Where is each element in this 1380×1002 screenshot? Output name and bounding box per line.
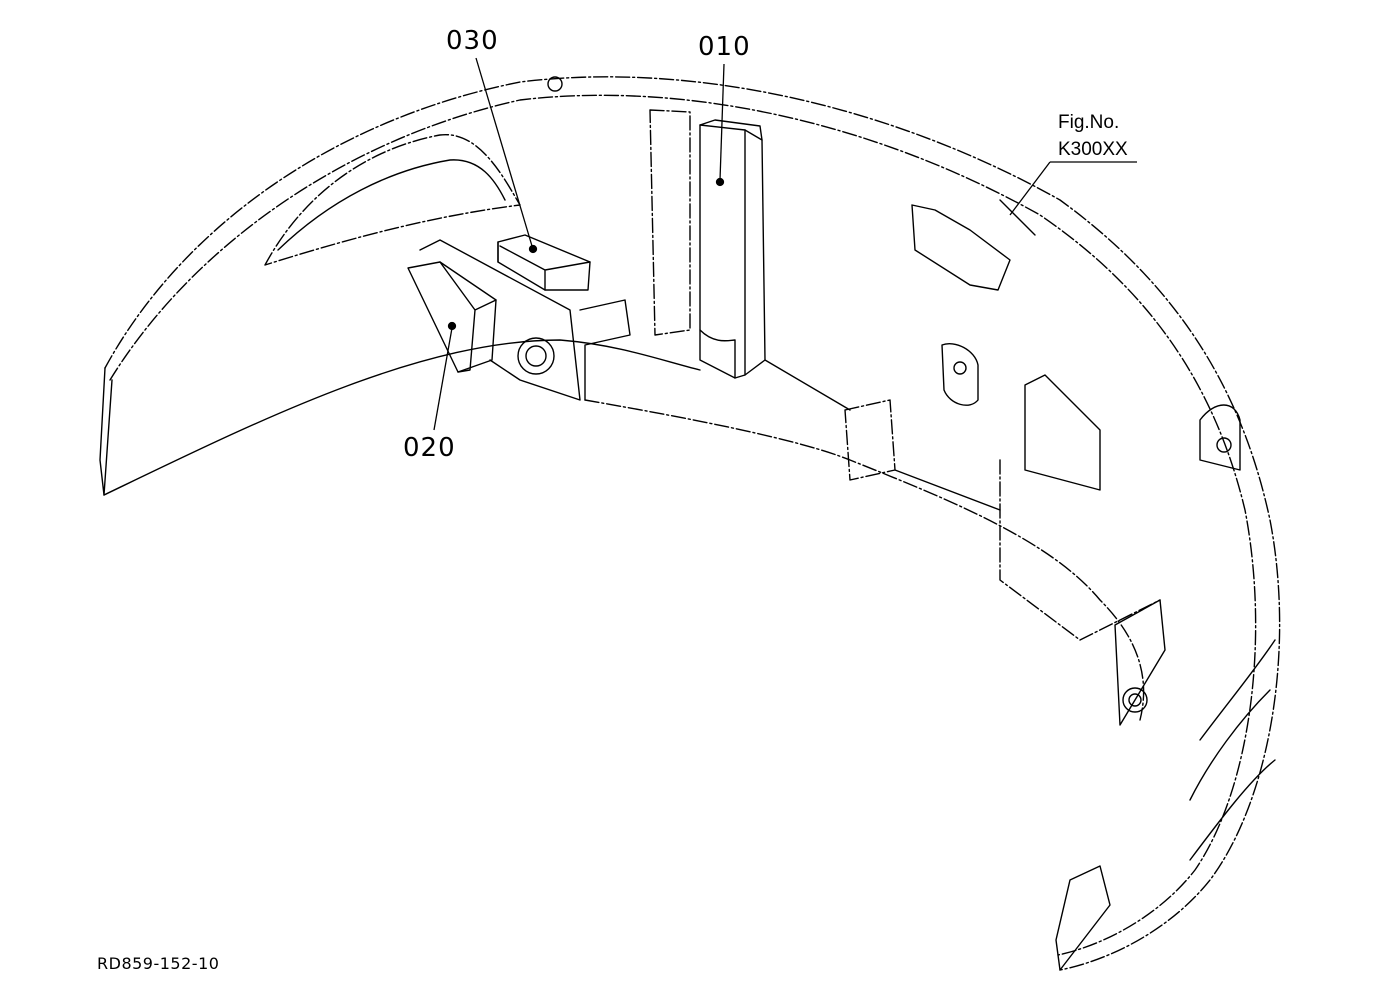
tab-bracket (911, 204, 1011, 291)
shell-left-end (99, 367, 113, 496)
block-030 (497, 234, 591, 291)
block-020 (407, 261, 497, 373)
shell-inner-floor (584, 399, 1145, 721)
outer-vents (1189, 639, 1276, 861)
tab-slot (941, 343, 979, 406)
callout-020: 020 (403, 433, 456, 463)
callout-010: 010 (698, 32, 751, 62)
drawing-code: RD859-152-10 (97, 954, 220, 973)
bolt-hole-left (517, 337, 555, 375)
callout-030: 030 (446, 26, 499, 56)
figure-label-line1: Fig.No. (1058, 112, 1120, 133)
rib-010-front (699, 124, 746, 379)
shell-right-end (1055, 865, 1111, 971)
right-pad (1024, 374, 1101, 491)
right-lower-block (1114, 599, 1166, 726)
boss-frame (419, 239, 581, 401)
shell-outer-edge (104, 76, 1281, 971)
slot-opening (264, 134, 521, 266)
top-boss (547, 76, 563, 92)
bolt-hole-right (1122, 687, 1148, 713)
shell-bottom-edge (103, 339, 701, 496)
figure-label-line2: K300XX (1058, 139, 1128, 160)
shell-top-rim (109, 94, 1257, 956)
